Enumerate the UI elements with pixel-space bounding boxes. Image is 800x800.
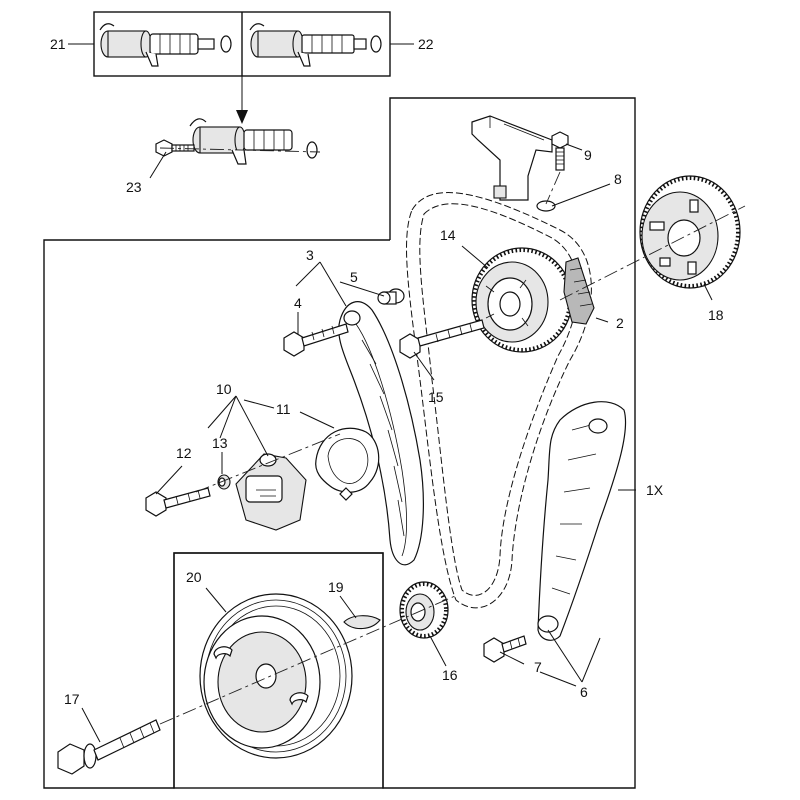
crankshaft-sprocket-16 <box>399 581 449 639</box>
crank-centerline <box>159 595 456 725</box>
callout-14: 14 <box>440 227 456 243</box>
oil-control-solenoid-22 <box>249 23 382 67</box>
tensioner-gasket-11 <box>315 427 380 501</box>
guide-bolt-centerline <box>545 171 561 205</box>
chain-tensioner-10 <box>235 453 307 531</box>
callout-16: 16 <box>442 667 458 683</box>
callout-10: 10 <box>216 381 232 397</box>
tensioner-bolt-12 <box>145 487 211 517</box>
damper-bolt-17 <box>57 719 161 775</box>
oil-control-solenoid-installed <box>189 118 318 165</box>
timing-chain-links-2 <box>563 257 595 325</box>
tensioner-centerline <box>195 433 341 493</box>
callout-6: 6 <box>580 684 588 700</box>
damper-pulley-frame <box>173 552 384 789</box>
callout-12: 12 <box>176 445 192 461</box>
callout-9: 9 <box>584 147 592 163</box>
oil-control-solenoid-21 <box>99 23 232 67</box>
exhaust-cam-centerline <box>559 205 746 301</box>
guide-bolt-7 <box>483 635 527 663</box>
callout-19: 19 <box>328 579 344 595</box>
callout-2: 2 <box>616 315 624 331</box>
callout-13: 13 <box>212 435 228 451</box>
callout-3: 3 <box>306 247 314 263</box>
crankshaft-damper-pulley-20 <box>199 593 353 759</box>
intake-cam-sprocket-14 <box>471 247 573 353</box>
callout-18: 18 <box>708 307 724 323</box>
cam-sprocket-bolt-15 <box>399 319 485 359</box>
callout-5: 5 <box>350 269 358 285</box>
tensioner-rail-3 <box>338 301 424 566</box>
rail-bolt-4 <box>283 323 349 357</box>
callout-7: 7 <box>534 659 542 675</box>
exhaust-cam-sprocket-18 <box>639 175 741 289</box>
variant-arrow-head <box>236 110 248 124</box>
callout-23: 23 <box>126 179 142 195</box>
callout-11: 11 <box>276 401 291 417</box>
solenoid-centerline <box>159 147 321 153</box>
pivot-sleeve-5 <box>377 288 405 305</box>
woodruff-key-19 <box>343 615 381 630</box>
callout-15: 15 <box>428 389 444 405</box>
callout-1X: 1X <box>646 482 664 498</box>
callout-17: 17 <box>64 691 80 707</box>
callout-21: 21 <box>50 36 66 52</box>
timing-chain <box>406 192 592 609</box>
callout-8: 8 <box>614 171 622 187</box>
leader-lines <box>68 43 713 743</box>
upper-chain-guide-8 <box>471 115 556 212</box>
timing-chain-inner <box>419 203 578 596</box>
guide-bolt-9 <box>551 131 569 171</box>
fixed-guide-rail-6 <box>537 401 627 641</box>
callout-22: 22 <box>418 36 434 52</box>
callout-4: 4 <box>294 295 302 311</box>
callout-20: 20 <box>186 569 202 585</box>
